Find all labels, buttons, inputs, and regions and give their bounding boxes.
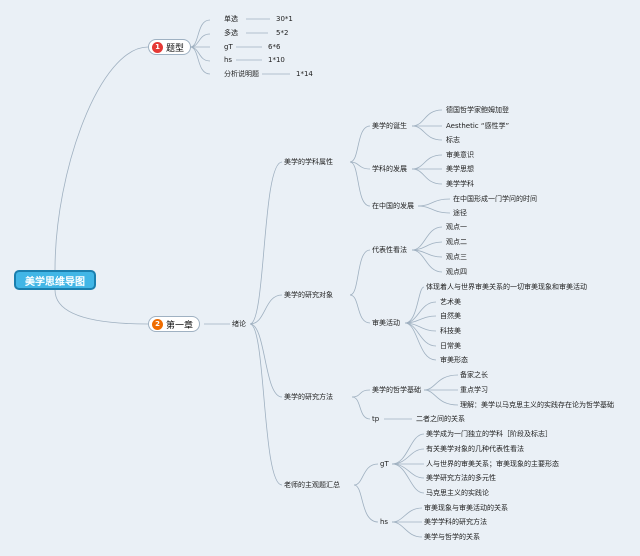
type-label[interactable]: gT xyxy=(224,43,233,51)
type-label[interactable]: 单选 xyxy=(224,15,238,23)
leaf-node[interactable]: 体现着人与世界审美关系的一切审美现象和审美活动 xyxy=(426,283,587,291)
branch-chapter-one[interactable]: 2 第一章 xyxy=(148,316,201,332)
node-birth[interactable]: 美学的诞生 xyxy=(372,122,407,130)
node-gt[interactable]: gT xyxy=(380,460,389,468)
node-intro[interactable]: 绪论 xyxy=(232,320,246,328)
leaf-node[interactable]: 备家之长 xyxy=(460,371,488,379)
type-label[interactable]: 多选 xyxy=(224,29,238,37)
leaf-node[interactable]: 审美意识 xyxy=(446,151,474,159)
node-section-2[interactable]: 美学的研究对象 xyxy=(284,291,333,299)
leaf-node[interactable]: 美学思想 xyxy=(446,165,474,173)
leaf-node[interactable]: 途径 xyxy=(453,209,467,217)
leaf-node[interactable]: 艺术美 xyxy=(440,298,461,306)
type-label[interactable]: hs xyxy=(224,56,233,64)
leaf-node[interactable]: 理解：美学以马克思主义的实践存在论为哲学基础 xyxy=(460,401,614,409)
type-value: 30*1 xyxy=(276,15,293,23)
leaf-node[interactable]: 在中国形成一门学问的时间 xyxy=(453,195,537,203)
leaf-node[interactable]: 人与世界的审美关系；审美现象的主要形态 xyxy=(426,460,559,468)
type-value: 6*6 xyxy=(268,43,281,51)
leaf-node[interactable]: 美学研究方法的多元性 xyxy=(426,474,496,482)
leaf-node[interactable]: 审美现象与审美活动的关系 xyxy=(424,504,508,512)
leaf-node[interactable]: 观点四 xyxy=(446,268,467,276)
number-2-icon: 2 xyxy=(152,318,163,330)
leaf-node[interactable]: 自然美 xyxy=(440,312,461,320)
leaf-node[interactable]: 德国哲学家鲍姆加登 xyxy=(446,106,509,114)
node-section-4[interactable]: 老师的主观题汇总 xyxy=(284,481,340,489)
leaf-node[interactable]: 日常美 xyxy=(440,342,461,350)
leaf-node[interactable]: 观点三 xyxy=(446,253,467,261)
leaf-node[interactable]: 标志 xyxy=(446,136,460,144)
leaf-node[interactable]: 美学学科 xyxy=(446,180,474,188)
number-1-icon: 1 xyxy=(152,41,163,53)
leaf-node[interactable]: 马克思主义的实践论 xyxy=(426,489,489,497)
leaf-node[interactable]: 美学学科的研究方法 xyxy=(424,518,487,526)
leaf-node[interactable]: Aesthetic “感性学” xyxy=(446,122,510,130)
node-section-1[interactable]: 美学的学科属性 xyxy=(284,158,333,166)
node-tp[interactable]: tp xyxy=(372,415,380,423)
leaf-node[interactable]: 美学成为一门独立的学科［阶段及标志］ xyxy=(426,430,552,438)
leaf-node[interactable]: 重点学习 xyxy=(460,386,488,394)
node-hs[interactable]: hs xyxy=(380,518,389,526)
node-development[interactable]: 学科的发展 xyxy=(372,165,407,173)
leaf-node[interactable]: 有关美学对象的几种代表性看法 xyxy=(426,445,524,453)
leaf-node[interactable]: 科技美 xyxy=(440,327,461,335)
root-node[interactable]: 美学思维导图 xyxy=(14,270,96,290)
type-value: 5*2 xyxy=(276,29,289,37)
leaf-node[interactable]: 观点二 xyxy=(446,238,467,246)
node-section-3[interactable]: 美学的研究方法 xyxy=(284,393,333,401)
branch-label: 题型 xyxy=(166,43,185,54)
leaf-node[interactable]: 美学与哲学的关系 xyxy=(424,533,480,541)
node-views[interactable]: 代表性看法 xyxy=(372,246,407,254)
type-value: 1*14 xyxy=(296,70,313,78)
branch-label: 第一章 xyxy=(166,320,194,331)
leaf-node[interactable]: 二者之间的关系 xyxy=(416,415,465,423)
type-label[interactable]: 分析说明题 xyxy=(224,70,259,78)
leaf-node[interactable]: 观点一 xyxy=(446,223,467,231)
node-activity[interactable]: 审美活动 xyxy=(372,319,400,327)
node-china[interactable]: 在中国的发展 xyxy=(372,202,414,210)
node-philosophy-base[interactable]: 美学的哲学基础 xyxy=(372,386,421,394)
leaf-node[interactable]: 审美形态 xyxy=(440,356,468,364)
type-value: 1*10 xyxy=(268,56,285,64)
branch-question-types[interactable]: 1 题型 xyxy=(148,39,192,55)
